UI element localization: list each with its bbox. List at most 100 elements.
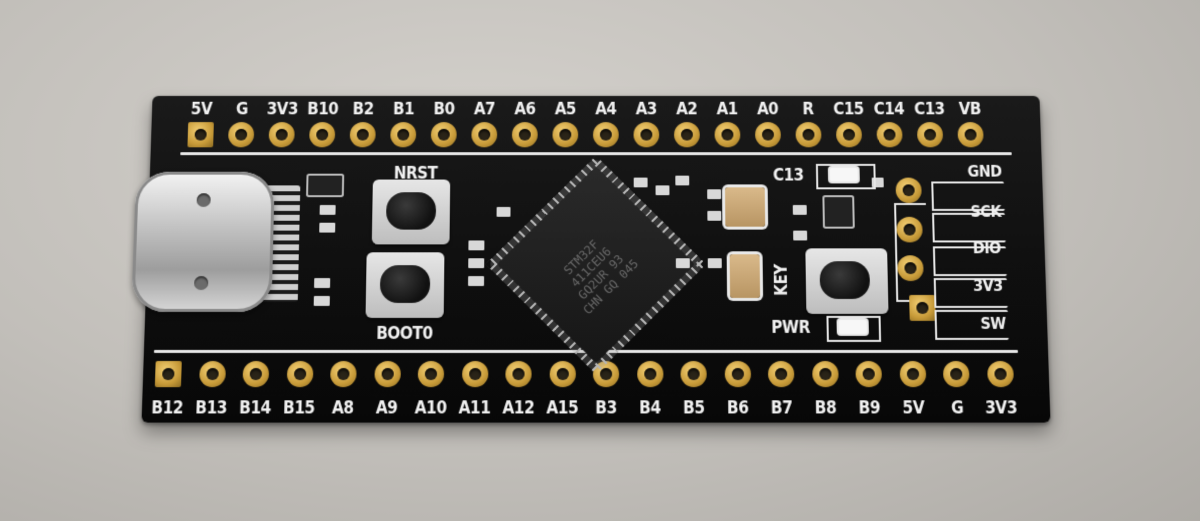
smd-resistor: [314, 278, 331, 289]
top-pin-pad: [511, 122, 538, 148]
top-pin-pad: [593, 122, 619, 148]
top-pins-label: A5: [554, 99, 577, 120]
top-pins-label: A2: [676, 99, 698, 120]
crystal-lse: [729, 254, 761, 298]
boot0-button[interactable]: [365, 252, 445, 318]
top-pin-pad: [227, 122, 255, 148]
smd-resistor: [792, 205, 807, 215]
top-silk-line: [180, 152, 1012, 156]
boot0-button-cap: [379, 265, 431, 303]
bottom-pins-label: B5: [683, 398, 705, 419]
top-pin-pad: [268, 122, 295, 148]
bottom-pin-pad: [942, 360, 970, 388]
smd-resistor: [633, 177, 648, 188]
c13-led: [829, 167, 858, 182]
top-pins-label: A4: [595, 99, 617, 120]
bottom-pins-label: A11: [458, 398, 491, 419]
bottom-pin-pad: [899, 360, 926, 388]
bottom-pin-pad: [549, 360, 576, 388]
bottom-pins-label: B15: [282, 398, 315, 419]
top-pins-label: A1: [716, 99, 738, 120]
bottom-pin-pad: [724, 360, 751, 388]
smd-resistor: [707, 210, 722, 221]
transistor-component: [824, 197, 853, 227]
smd-resistor: [319, 222, 336, 233]
crystal-hse: [724, 187, 766, 227]
top-pin-pad: [471, 122, 498, 148]
bottom-pins-label: A10: [414, 398, 447, 419]
top-pins-label: B10: [307, 99, 339, 120]
usb-mount-hole: [194, 276, 209, 290]
top-pins-label: B1: [392, 99, 415, 120]
key-button-cap: [819, 261, 871, 299]
bottom-pins-label: B13: [194, 398, 228, 419]
smd-resistor: [707, 189, 722, 200]
swd-pad: [895, 177, 922, 204]
smd-resistor: [707, 258, 722, 269]
pwr-led: [838, 319, 867, 334]
top-pins-label: VB: [958, 99, 982, 120]
smd-resistor: [496, 206, 511, 217]
swd-pad: [909, 294, 936, 321]
top-pin-pad: [916, 122, 944, 148]
bottom-pins-label: A12: [502, 398, 535, 419]
usb-c-connector: [131, 171, 275, 312]
smd-resistor: [468, 276, 485, 287]
nrst-button[interactable]: [371, 179, 451, 245]
top-pins-label: C15: [833, 99, 865, 120]
top-pins-label: B2: [352, 99, 374, 120]
bottom-pins-label: B6: [726, 398, 749, 419]
bottom-pin-pad: [286, 360, 313, 388]
c13-led-label: C13: [772, 165, 804, 186]
swd-label-sck: SCK: [970, 202, 1002, 221]
smd-resistor: [675, 175, 690, 186]
top-pins-label: 3V3: [266, 99, 299, 120]
bottom-pins-label: A9: [375, 398, 398, 419]
swd-label-sw: SW: [980, 313, 1006, 333]
swd-label-3v3: 3V3: [972, 276, 1003, 295]
bottom-pins-label: B4: [639, 398, 661, 419]
bottom-pins-label: B9: [858, 398, 881, 419]
top-pin-pad: [714, 122, 741, 148]
top-pins-label: A3: [635, 99, 657, 120]
top-pin-pad: [876, 122, 903, 148]
key-label: KEY: [771, 264, 793, 296]
bottom-pins-label: 3V3: [984, 398, 1018, 419]
boot0-label: BOOT0: [375, 323, 433, 344]
bottom-pin-pad: [680, 360, 707, 388]
bottom-pin-pad: [986, 360, 1014, 388]
top-pins-label: B0: [433, 99, 455, 120]
smd-resistor: [655, 185, 670, 196]
bottom-pins-label: A8: [331, 398, 354, 419]
swd-pad: [897, 255, 924, 282]
bottom-pin-pad: [505, 360, 532, 388]
bottom-pins-label: B3: [595, 398, 617, 419]
bottom-pin-pad: [811, 360, 839, 388]
top-pin-pad: [835, 122, 863, 148]
bottom-pins-label: 5V: [902, 398, 925, 419]
bottom-pins-label: A15: [546, 398, 579, 419]
top-pin-pad: [633, 122, 660, 148]
pwr-led-label: PWR: [771, 317, 810, 338]
top-pin-pad: [349, 122, 376, 148]
key-button[interactable]: [805, 248, 889, 314]
smd-resistor: [468, 258, 485, 269]
bottom-pin-pad: [636, 360, 663, 388]
top-pins-label: 5V: [190, 99, 213, 120]
top-pin-pad: [957, 122, 984, 148]
bottom-pins-label: G: [950, 398, 964, 419]
swd-label-dio: DIO: [972, 238, 1002, 258]
bottom-pin-pad: [461, 360, 488, 388]
bottom-pin-pad: [855, 360, 883, 388]
bottom-pins-label: B14: [238, 398, 272, 419]
top-pin-pad: [795, 122, 822, 148]
top-pins-label: A0: [756, 99, 779, 120]
top-pin-pad: [552, 122, 579, 148]
bottom-pin-pad: [242, 360, 270, 388]
top-pins-label: C14: [873, 99, 905, 120]
bottom-pin-pad: [417, 360, 445, 388]
top-pin-pad: [309, 122, 336, 148]
swd-pad: [896, 216, 923, 243]
bottom-pin-pad: [767, 360, 795, 388]
